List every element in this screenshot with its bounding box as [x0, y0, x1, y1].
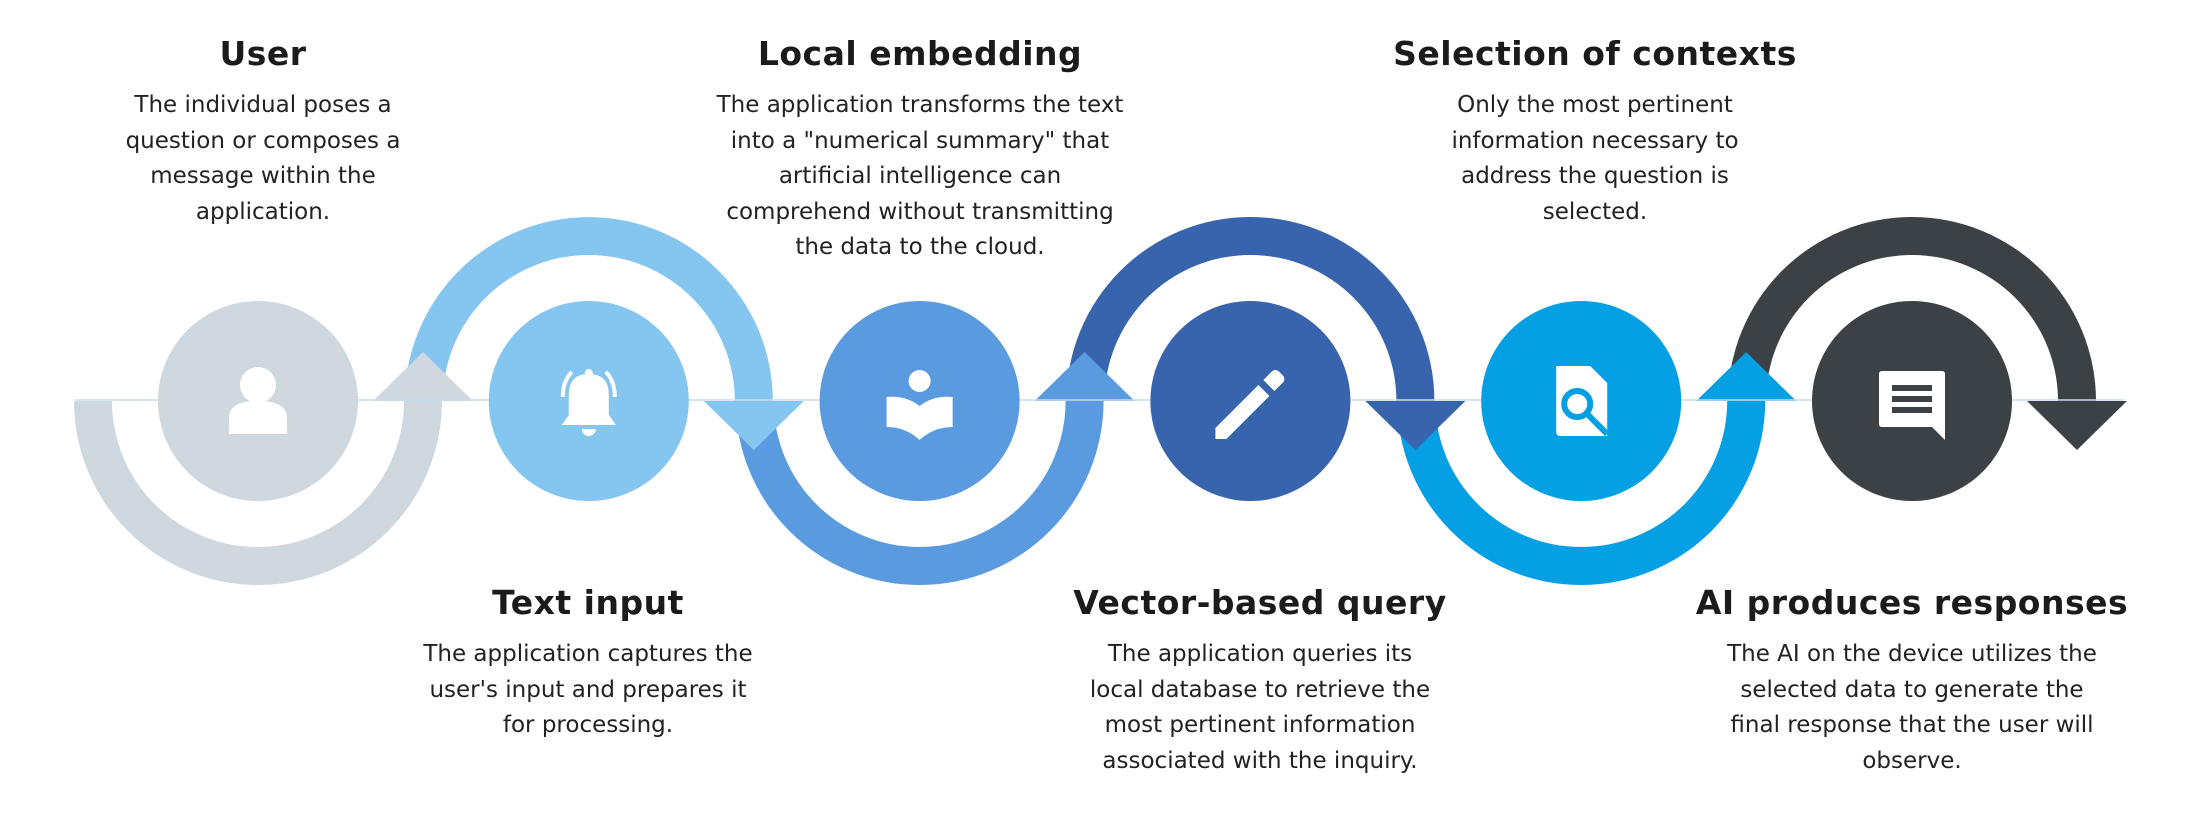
step-text-input: Text input The application captures the … — [368, 583, 808, 744]
flow-arc — [404, 217, 773, 401]
step-description: The application queries its local databa… — [1089, 641, 1431, 774]
document-search-icon — [1556, 366, 1610, 437]
arrow-down-icon — [2027, 401, 2127, 450]
arrow-down-icon — [1365, 401, 1466, 450]
step-title: Text input — [492, 583, 684, 622]
step-description: The individual poses a question or compo… — [125, 92, 401, 225]
step-node — [1150, 301, 1351, 501]
step-user: User The individual poses a question or … — [43, 34, 483, 230]
step-node — [158, 301, 358, 501]
flow-arc-arrow — [404, 217, 804, 450]
flow-arc — [735, 401, 1104, 585]
arcs-layer — [74, 216, 2127, 585]
pencil-icon — [1215, 370, 1285, 439]
arrow-up-icon — [1696, 352, 1797, 401]
step-title: Selection of contexts — [1393, 34, 1797, 73]
step-ai-response: AI produces responses The AI on the devi… — [1692, 583, 2132, 779]
step-description: Only the most pertinent information nece… — [1451, 92, 1739, 225]
arrow-up-icon — [373, 352, 473, 401]
step-title: AI produces responses — [1695, 583, 2129, 622]
step-node — [819, 301, 1020, 501]
step-node — [1481, 301, 1682, 501]
chat-message-icon — [1879, 371, 1945, 440]
flow-arc-arrow — [735, 352, 1135, 585]
bell-icon — [560, 369, 617, 437]
step-title: User — [219, 34, 307, 73]
step-description: The application transforms the text into… — [716, 92, 1124, 260]
step-context-selection: Selection of contexts Only the most pert… — [1375, 34, 1815, 230]
book-reader-icon — [886, 370, 953, 440]
circles-layer — [158, 301, 2012, 501]
step-title: Local embedding — [757, 34, 1083, 73]
flow-arc-arrow — [1397, 352, 1797, 585]
flow-arc-arrow — [1066, 216, 1466, 450]
step-description: The AI on the device utilizes the select… — [1727, 641, 2097, 774]
flow-arc — [1066, 216, 1435, 401]
step-node — [1812, 301, 2012, 501]
arrow-up-icon — [1034, 352, 1135, 401]
step-description: The application captures the user's inpu… — [423, 641, 753, 738]
step-local-embedding: Local embedding The application transfor… — [700, 34, 1140, 266]
step-circle — [819, 301, 1020, 501]
flow-arc — [1397, 401, 1766, 585]
step-node — [488, 301, 689, 501]
step-vector-query: Vector-based query The application queri… — [1040, 583, 1480, 779]
user-icon — [229, 367, 287, 434]
flow-arc-arrow — [74, 352, 473, 585]
step-title: Vector-based query — [1073, 583, 1447, 622]
flow-arc-arrow — [1728, 217, 2127, 450]
flow-arc — [74, 401, 442, 585]
flow-arc — [1728, 217, 2096, 401]
arrow-down-icon — [703, 401, 804, 450]
